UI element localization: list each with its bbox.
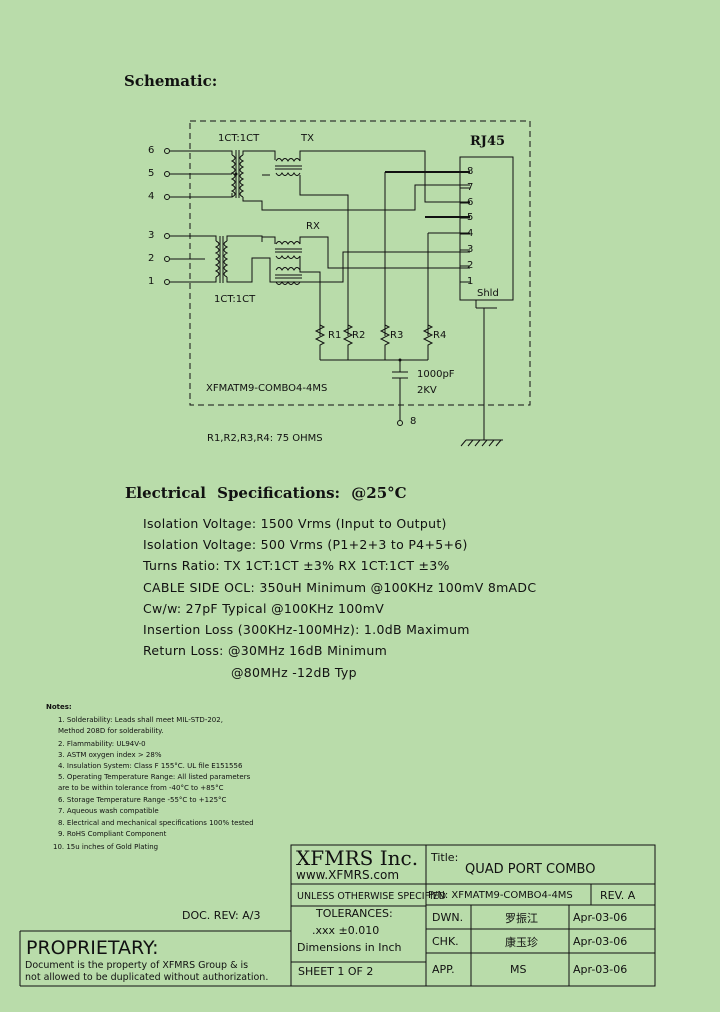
rx-ratio-label: 1CT:1CT (214, 294, 256, 305)
proprietary-line-2: not allowed to be duplicated without aut… (25, 972, 269, 983)
pin-5-terminal (164, 171, 170, 177)
drawn-label: DWN. (432, 911, 464, 924)
tolerance-line-4: Dimensions in Inch (297, 941, 402, 954)
electrical-heading: Electrical Specifications: @25°C (125, 484, 407, 502)
sheet-number: SHEET 1 OF 2 (298, 965, 374, 978)
title-block-frame (290, 844, 656, 987)
rj45-pin-5: 5 (467, 212, 474, 223)
company-website: www.XFMRS.com (296, 868, 400, 882)
pin-left-3: 3 (148, 230, 155, 241)
checked-label: CHK. (432, 935, 459, 948)
pin-left-5: 5 (148, 168, 155, 179)
note-line-11: 9. RoHS Compliant Component (58, 830, 167, 838)
pin-2-terminal (164, 256, 170, 262)
r2-label: R2 (352, 330, 366, 341)
note-line-1: 1. Solderability: Leads shall meet MIL-S… (58, 716, 223, 724)
spec-line-2: Isolation Voltage: 500 Vrms (P1+2+3 to P… (143, 537, 468, 552)
pin-1-terminal (164, 279, 170, 285)
notes-heading: Notes: (46, 703, 72, 711)
drawing-title: QUAD PORT COMBO (465, 862, 596, 877)
spec-line-8: @80MHz -12dB Typ (231, 665, 357, 680)
note-line-2: Method 208D for solderability. (58, 727, 164, 735)
pin-6-terminal (164, 148, 170, 154)
rj45-pin-1: 1 (467, 276, 474, 287)
module-boundary (189, 120, 531, 406)
part-label: XFMATM9-COMBO4-4MS (206, 383, 328, 394)
drawn-by: 罗振江 (505, 912, 538, 925)
pin-left-4: 4 (148, 191, 155, 202)
checked-date: Apr-03-06 (573, 935, 628, 948)
rx-choke-coil (275, 241, 301, 245)
title-label: Title: (431, 851, 459, 864)
note-line-10: 8. Electrical and mechanical specificati… (58, 819, 254, 827)
tx-choke-coil (275, 158, 301, 162)
rx-label: RX (306, 221, 320, 232)
revision: REV. A (600, 889, 636, 902)
spec-line-4: CABLE SIDE OCL: 350uH Minimum @100KHz 10… (143, 580, 537, 595)
tx-primary-coil (230, 154, 236, 198)
checked-by: 康玉珍 (505, 936, 538, 949)
proprietary-heading: PROPRIETARY: (26, 937, 159, 959)
spec-line-1: Isolation Voltage: 1500 Vrms (Input to O… (143, 516, 447, 531)
note-line-7: are to be within tolerance from -40°C to… (58, 784, 224, 792)
part-number: P/N: XFMATM9-COMBO4-4MS (428, 890, 573, 901)
tx-label: TX (301, 133, 314, 144)
note-line-6: 5. Operating Temperature Range: All list… (58, 773, 251, 781)
rj45-connector (459, 156, 514, 301)
r1-label: R1 (328, 330, 342, 341)
company-name: XFMRS Inc. (296, 846, 419, 870)
tolerance-line-3: .xxx ±0.010 (312, 924, 380, 937)
approved-date: Apr-03-06 (573, 963, 628, 976)
pin-4-terminal (164, 194, 170, 200)
rj45-pin-6: 6 (467, 197, 474, 208)
spec-line-7: Return Loss: @30MHz 16dB Minimum (143, 643, 388, 658)
pin-3-terminal (164, 233, 170, 239)
resistor-r1 (314, 324, 326, 360)
approved-label: APP. (432, 963, 455, 976)
rj45-pin-7: 7 (467, 182, 474, 193)
rj45-label: RJ45 (470, 134, 506, 149)
note-line-5: 4. Insulation System: Class F 155°C. UL … (58, 762, 243, 770)
cap-voltage: 2KV (417, 385, 437, 396)
drawn-date: Apr-03-06 (573, 911, 628, 924)
node-8-label: 8 (410, 416, 417, 427)
rj45-pin-8: 8 (467, 166, 474, 177)
note-line-12: 10. 15u inches of Gold Plating (53, 843, 159, 851)
capacitor (392, 371, 408, 379)
cap-value: 1000pF (417, 369, 455, 380)
ground-symbol (460, 439, 503, 447)
resistor-r4 (422, 324, 434, 360)
doc-revision: DOC. REV: A/3 (182, 909, 261, 922)
pin-left-1: 1 (148, 276, 155, 287)
r4-label: R4 (433, 330, 447, 341)
r3-label: R3 (390, 330, 404, 341)
approved-by: MS (510, 963, 527, 976)
rj45-pin-2: 2 (467, 260, 474, 271)
proprietary-line-1: Document is the property of XFMRS Group … (25, 960, 249, 971)
spec-line-6: Insertion Loss (300KHz-100MHz): 1.0dB Ma… (143, 622, 470, 637)
tolerance-line-2: TOLERANCES: (316, 907, 393, 920)
rx-secondary-coil (223, 240, 229, 278)
spec-line-3: Turns Ratio: TX 1CT:1CT ±3% RX 1CT:1CT ±… (143, 558, 450, 573)
pin-left-2: 2 (148, 253, 155, 264)
shield-label: Shld (477, 288, 499, 299)
rj45-pin-4: 4 (467, 228, 474, 239)
pin-8-terminal (397, 420, 403, 426)
schematic-heading: Schematic: (124, 72, 218, 90)
note-line-8: 6. Storage Temperature Range -55°C to +1… (58, 796, 227, 804)
note-line-9: 7. Aqueous wash compatible (58, 807, 159, 815)
resistor-r2 (342, 324, 354, 360)
rx-primary-coil (214, 240, 220, 278)
tx-secondary-coil (239, 154, 245, 198)
pin-left-6: 6 (148, 145, 155, 156)
tolerance-line-1: UNLESS OTHERWISE SPECIFIED (297, 891, 447, 902)
resistor-r3 (379, 324, 391, 360)
resistor-note: R1,R2,R3,R4: 75 OHMS (207, 433, 323, 444)
tx-ratio-label: 1CT:1CT (218, 133, 260, 144)
spec-line-5: Cw/w: 27pF Typical @100KHz 100mV (143, 601, 385, 616)
rj45-pin-3: 3 (467, 244, 474, 255)
note-line-3: 2. Flammability: UL94V-0 (58, 740, 146, 748)
note-line-4: 3. ASTM oxygen index > 28% (58, 751, 162, 759)
